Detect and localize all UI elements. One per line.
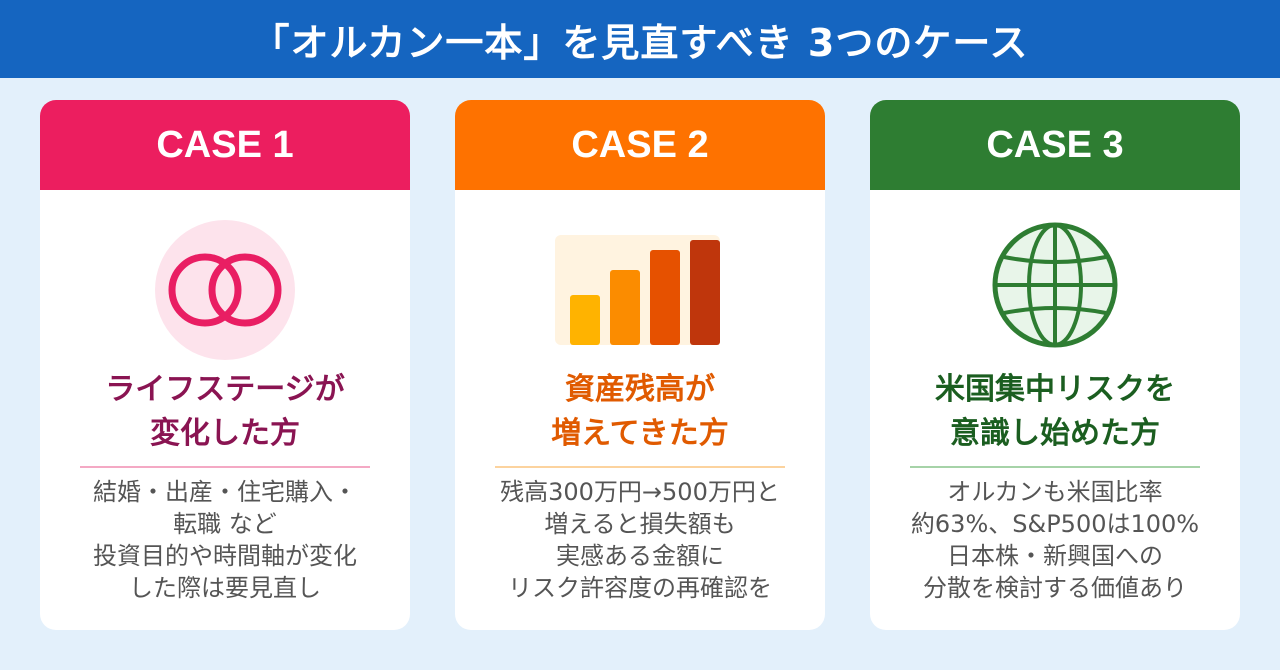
- case-1-title-line: 変化した方: [150, 416, 300, 451]
- globe-icon: [870, 215, 1240, 365]
- case-2-title-line: 増えてきた方: [551, 416, 729, 451]
- case-1-header: CASE 1: [40, 100, 410, 190]
- case-3-description: オルカンも米国比率 約63%、S&P500は100% 日本株・新興国への 分散を…: [880, 476, 1230, 604]
- case-1-desc-line: 転職 など: [173, 510, 277, 538]
- growth-bar-chart-icon: [455, 215, 825, 365]
- case-2-desc-line: リスク許容度の再確認を: [508, 574, 772, 602]
- header-banner: 「オルカン一本」を見直すべき 3つのケース: [0, 0, 1280, 78]
- case-2-desc-line: 増えると損失額も: [544, 510, 736, 538]
- case-1-divider: [80, 466, 370, 468]
- case-card-2: CASE 2 資産残高が 増えてきた方 残高300万円→500万円と 増えると損…: [455, 100, 825, 630]
- case-2-desc-line: 実感ある金額に: [556, 542, 724, 570]
- case-card-1: CASE 1 ライフステージが 変化した方 結婚・出産・住宅購入・ 転職 など …: [40, 100, 410, 630]
- page-title: 「オルカン一本」を見直すべき 3つのケース: [251, 20, 1029, 65]
- case-3-divider: [910, 466, 1200, 468]
- case-1-desc-line: 投資目的や時間軸が変化: [93, 542, 357, 570]
- interlocking-rings-icon: [40, 215, 410, 365]
- case-3-desc-line: 日本株・新興国への: [947, 542, 1163, 570]
- case-2-title: 資産残高が 増えてきた方: [455, 368, 825, 456]
- case-2-desc-line: 残高300万円→500万円と: [500, 478, 780, 506]
- case-3-header: CASE 3: [870, 100, 1240, 190]
- case-2-description: 残高300万円→500万円と 増えると損失額も 実感ある金額に リスク許容度の再…: [465, 476, 815, 604]
- case-2-header: CASE 2: [455, 100, 825, 190]
- case-3-title: 米国集中リスクを 意識し始めた方: [870, 368, 1240, 456]
- case-3-title-line: 米国集中リスクを: [935, 372, 1175, 407]
- case-1-title: ライフステージが 変化した方: [40, 368, 410, 456]
- case-3-desc-line: 約63%、S&P500は100%: [910, 510, 1200, 538]
- case-3-title-line: 意識し始めた方: [950, 416, 1160, 451]
- case-1-title-line: ライフステージが: [105, 372, 345, 407]
- case-3-desc-line: オルカンも米国比率: [947, 478, 1163, 506]
- case-2-title-line: 資産残高が: [565, 372, 715, 407]
- case-1-desc-line: 結婚・出産・住宅購入・: [93, 478, 357, 506]
- case-2-divider: [495, 466, 785, 468]
- case-1-description: 結婚・出産・住宅購入・ 転職 など 投資目的や時間軸が変化 した際は要見直し: [50, 476, 400, 604]
- case-1-desc-line: した際は要見直し: [129, 574, 321, 602]
- case-card-3: CASE 3 米国集中リスクを 意識し始めた方 オルカンも米国比率 約63%、S…: [870, 100, 1240, 630]
- case-3-desc-line: 分散を検討する価値あり: [923, 574, 1187, 602]
